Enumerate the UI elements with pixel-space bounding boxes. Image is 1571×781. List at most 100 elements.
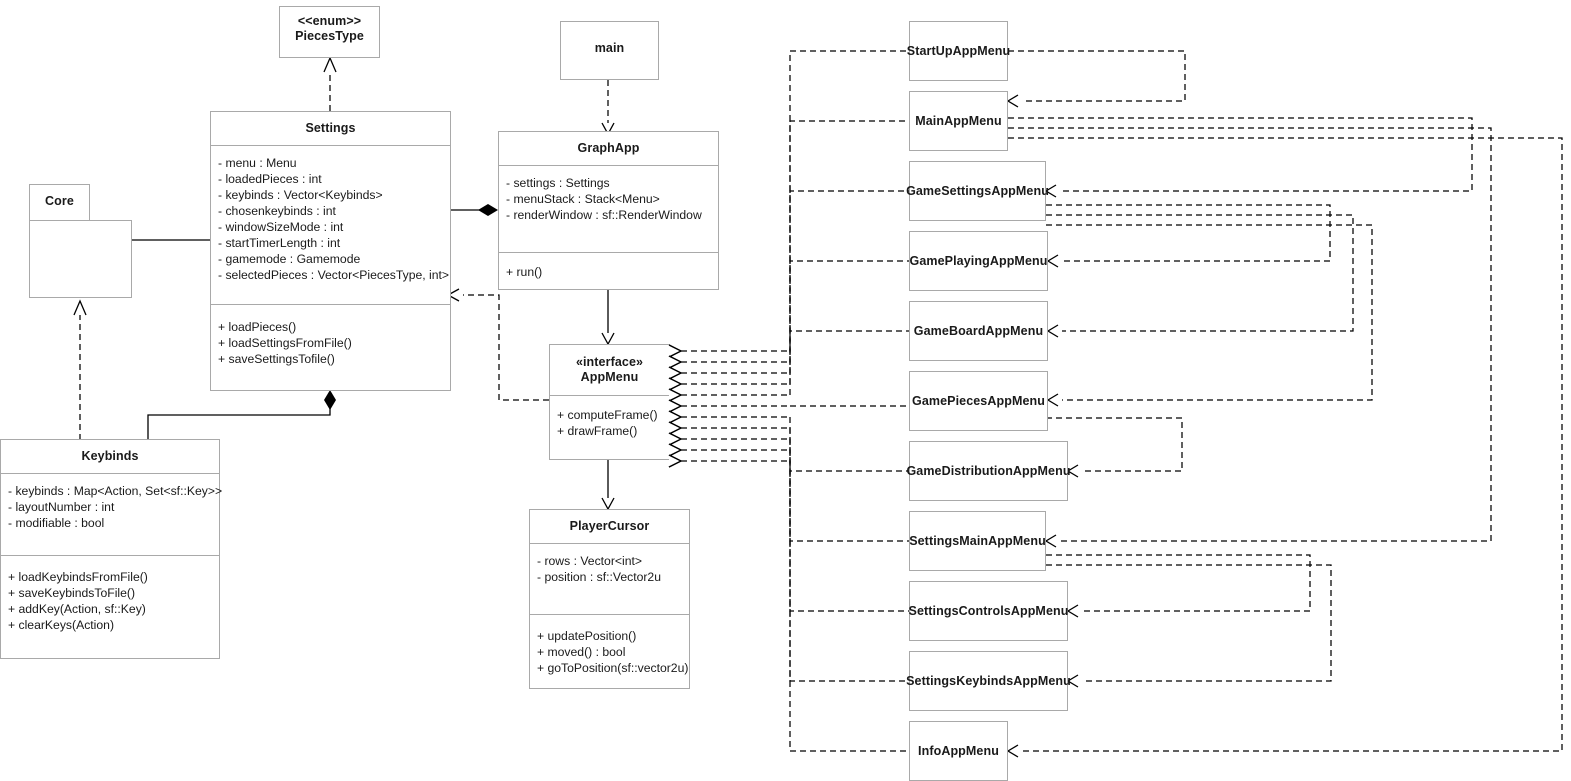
class-box-playercursor[interactable]: PlayerCursor - rows : Vector<int> - posi… [529, 509, 690, 689]
menu-label: InfoAppMenu [918, 744, 999, 758]
menu-box-gameplayingappmenu[interactable]: GamePlayingAppMenu [909, 231, 1048, 291]
class-box-core-body[interactable] [29, 220, 132, 298]
attribute-row: - chosenkeybinds : int [218, 204, 336, 218]
attribute-row: - renderWindow : sf::RenderWindow [506, 208, 702, 222]
methods-keybinds: + loadKeybindsFromFile() + saveKeybindsT… [1, 555, 219, 642]
attributes-playercursor: - rows : Vector<int> - position : sf::Ve… [530, 543, 689, 614]
menu-box-gamedistributionappmenu[interactable]: GameDistributionAppMenu [906, 441, 1071, 501]
attributes-settings: - menu : Menu - loadedPieces : int - key… [211, 145, 450, 304]
menu-label: GameDistributionAppMenu [906, 464, 1071, 478]
method-row: + saveSettingsTofile() [218, 352, 335, 366]
bus-to-gamesettings [789, 190, 909, 373]
class-name-keybinds: Keybinds [81, 449, 139, 463]
bus-to-gamedistribution [789, 417, 909, 472]
edge-settingsmain-to-settingscontrols [1046, 554, 1311, 612]
menu-box-gamepiecesappmenu[interactable]: GamePiecesAppMenu [909, 371, 1048, 431]
menu-label: GameSettingsAppMenu [906, 184, 1049, 198]
attribute-row: - startTimerLength : int [218, 236, 341, 250]
class-box-main[interactable]: main [560, 21, 659, 80]
attribute-row: - keybinds : Vector<Keybinds> [218, 188, 383, 202]
realization-triangles-front [668, 344, 683, 468]
methods-graphapp: + run() [499, 252, 718, 289]
method-row: + run() [506, 265, 543, 279]
menu-box-startupappmenu[interactable]: StartUpAppMenu [907, 21, 1010, 81]
method-row: + computeFrame() [557, 408, 658, 422]
method-row: + goToPosition(sf::vector2u) [537, 661, 689, 675]
arrowhead-appmenu [601, 332, 615, 346]
diamond-graphapp-settings [478, 204, 498, 216]
attribute-row: - menu : Menu [218, 156, 297, 170]
diamond-keybinds-settings [324, 390, 336, 410]
attributes-graphapp: - settings : Settings - menuStack : Stac… [499, 165, 718, 252]
arrow-settingscontrols-1 [1066, 604, 1079, 618]
menu-box-settingsmainappmenu[interactable]: SettingsMainAppMenu [909, 511, 1046, 571]
attribute-row: - keybinds : Map<Action, Set<sf::Key>> [8, 484, 223, 498]
method-row: + saveKeybindsToFile() [8, 586, 136, 600]
class-name-piecestype: PiecesType [295, 29, 364, 43]
class-box-core-header[interactable]: Core [29, 184, 90, 221]
arrow-main-1 [1006, 94, 1019, 108]
menu-box-settingskeybindsappmenu[interactable]: SettingsKeybindsAppMenu [906, 651, 1071, 711]
method-row: + moved() : bool [537, 645, 626, 659]
menu-box-infoappmenu[interactable]: InfoAppMenu [909, 721, 1008, 781]
class-box-keybinds[interactable]: Keybinds - keybinds : Map<Action, Set<sf… [0, 439, 223, 659]
menu-label: SettingsControlsAppMenu [908, 604, 1069, 618]
arrow-info-1 [1006, 744, 1019, 758]
bus-to-settingsmain [789, 428, 909, 542]
edge-keybinds-settings [147, 402, 331, 440]
menu-label: GameBoardAppMenu [913, 324, 1044, 338]
attribute-row: - layoutNumber : int [8, 500, 115, 514]
methods-playercursor: + updatePosition() + moved() : bool + go… [530, 614, 689, 685]
arrow-gameboard-1 [1046, 324, 1059, 338]
edge-settingsmain-to-settingskeybinds [1046, 564, 1332, 682]
menu-box-mainappmenu[interactable]: MainAppMenu [909, 91, 1008, 151]
arrowhead-piecestype [323, 56, 337, 73]
bus-to-startup [789, 50, 909, 351]
method-row: + clearKeys(Action) [8, 618, 115, 632]
edge-gamesettings-to-gameboard [1046, 214, 1354, 332]
attribute-row: - position : sf::Vector2u [537, 570, 661, 584]
class-title-appmenu: «interface» AppMenu [550, 345, 669, 395]
class-box-graphapp[interactable]: GraphApp - settings : Settings - menuSta… [498, 131, 719, 290]
class-stereotype-piecestype: <<enum>> [297, 14, 362, 28]
edge-main-to-info [1008, 137, 1563, 752]
bus-to-gameplaying [789, 260, 909, 384]
menu-box-gamesettingsappmenu[interactable]: GameSettingsAppMenu [906, 161, 1049, 221]
attribute-row: - loadedPieces : int [218, 172, 322, 186]
arrow-settingsmain-1 [1044, 534, 1057, 548]
attribute-row: - settings : Settings [506, 176, 610, 190]
edge-main-to-settingsmain [1008, 127, 1492, 542]
edge-gamesettings-to-gameplaying [1046, 204, 1331, 262]
menu-label: SettingsMainAppMenu [909, 534, 1046, 548]
method-row: + addKey(Action, sf::Key) [8, 602, 146, 616]
attribute-row: - windowSizeMode : int [218, 220, 344, 234]
menu-label: GamePiecesAppMenu [912, 394, 1045, 408]
methods-settings: + loadPieces() + loadSettingsFromFile() … [211, 304, 450, 376]
class-name-settings: Settings [305, 121, 356, 135]
method-row: + drawFrame() [557, 424, 638, 438]
bus-to-settingskeybinds [789, 450, 909, 682]
bus-to-mainappmenu [789, 120, 909, 362]
method-row: + loadPieces() [218, 320, 297, 334]
menu-label: GamePlayingAppMenu [909, 254, 1048, 268]
attribute-row: - gamemode : Gamemode [218, 252, 361, 266]
edge-appmenu-to-settings [463, 294, 549, 401]
arrowhead-core [73, 299, 87, 316]
edge-gamesettings-to-gamepieces [1046, 224, 1373, 401]
arrow-gamepieces-1 [1046, 393, 1059, 407]
bus-to-settingscontrols [789, 439, 909, 612]
menu-box-gameboardappmenu[interactable]: GameBoardAppMenu [909, 301, 1048, 361]
attribute-row: - rows : Vector<int> [537, 554, 642, 568]
class-name-main: main [594, 41, 625, 55]
attribute-row: - selectedPieces : Vector<PiecesType, in… [218, 268, 450, 282]
class-name-playercursor: PlayerCursor [569, 519, 650, 533]
class-box-piecestype[interactable]: <<enum>> PiecesType [279, 6, 380, 58]
edge-startup-to-main [1008, 50, 1186, 102]
menu-box-settingscontrolsappmenu[interactable]: SettingsControlsAppMenu [909, 581, 1068, 641]
class-name-core: Core [45, 194, 74, 208]
menu-label: SettingsKeybindsAppMenu [906, 674, 1071, 688]
class-box-appmenu[interactable]: «interface» AppMenu + computeFrame() + d… [549, 344, 670, 460]
class-name-appmenu: AppMenu [580, 370, 639, 384]
class-box-settings[interactable]: Settings - menu : Menu - loadedPieces : … [210, 111, 451, 391]
